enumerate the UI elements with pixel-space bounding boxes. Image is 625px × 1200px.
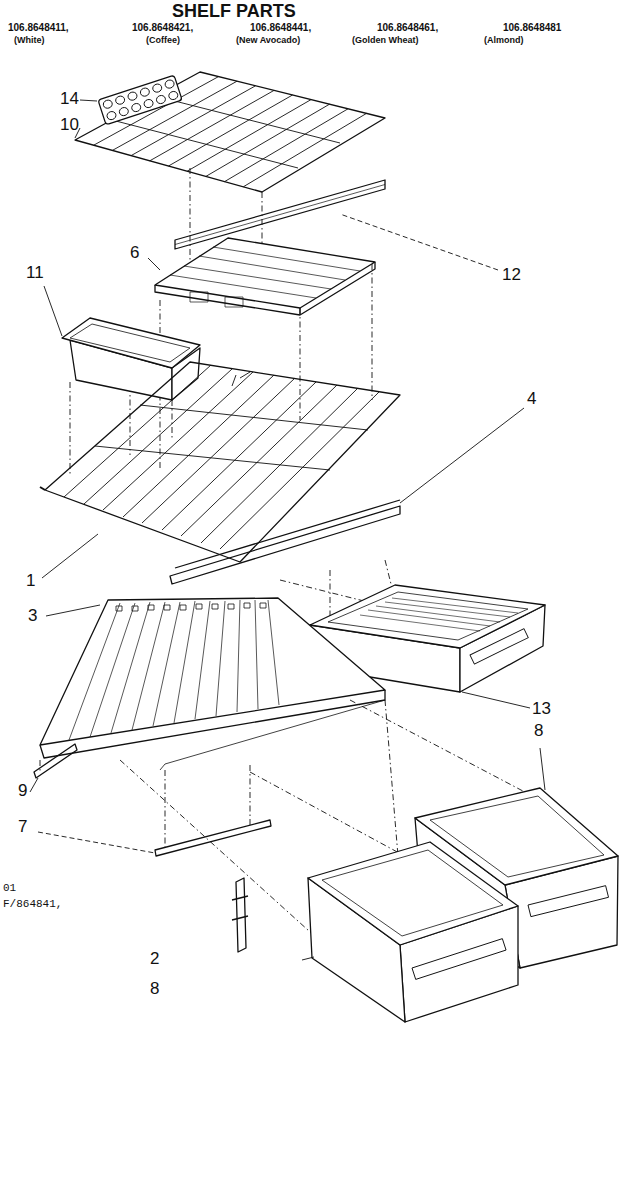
storage-bin bbox=[62, 318, 200, 400]
callout-number: 13 bbox=[532, 700, 551, 719]
egg-tray bbox=[98, 75, 182, 124]
callout-number: 14 bbox=[60, 90, 79, 109]
callout-number: 3 bbox=[28, 607, 37, 626]
wire-shelf bbox=[75, 72, 385, 192]
callout-number: 4 bbox=[527, 390, 536, 409]
color-name: (Golden Wheat) bbox=[352, 36, 419, 46]
callout-number: 7 bbox=[18, 818, 27, 837]
color-name: (New Avocado) bbox=[236, 36, 300, 46]
callout-number: 8 bbox=[150, 980, 159, 999]
crisper-cover bbox=[155, 238, 375, 315]
glass-shelf bbox=[40, 598, 385, 770]
shelf-rail bbox=[155, 820, 271, 856]
model-number: 106.8648441, bbox=[250, 22, 311, 33]
model-number: 106.8648461, bbox=[377, 22, 438, 33]
crisper-drawer bbox=[308, 842, 518, 1022]
callout-number: 2 bbox=[150, 950, 159, 969]
wire-shelf bbox=[40, 362, 400, 562]
color-name: (White) bbox=[14, 36, 45, 46]
shelf-bracket bbox=[34, 744, 77, 778]
model-number: 106.8648481 bbox=[503, 22, 561, 33]
callout-number: 12 bbox=[502, 266, 521, 285]
callout-number: 9 bbox=[18, 782, 27, 801]
callout-number: 1 bbox=[26, 572, 35, 591]
callout-number: 10 bbox=[60, 116, 79, 135]
color-name: (Almond) bbox=[484, 36, 524, 46]
model-number: 106.8648421, bbox=[132, 22, 193, 33]
model-number: 106.8648411, bbox=[8, 22, 69, 33]
shelf-rail bbox=[170, 506, 400, 584]
shelf-rail bbox=[175, 180, 385, 249]
drawing-code: F/864841, bbox=[3, 898, 62, 910]
leader-lines bbox=[30, 100, 545, 960]
crisper-support bbox=[232, 878, 248, 952]
callout-number: 8 bbox=[534, 722, 543, 741]
color-name: (Coffee) bbox=[146, 36, 180, 46]
callout-number: 11 bbox=[26, 264, 44, 283]
drawing-code: 01 bbox=[3, 882, 16, 894]
sheet-title: SHELF PARTS bbox=[172, 2, 296, 22]
callout-number: 6 bbox=[130, 244, 139, 263]
